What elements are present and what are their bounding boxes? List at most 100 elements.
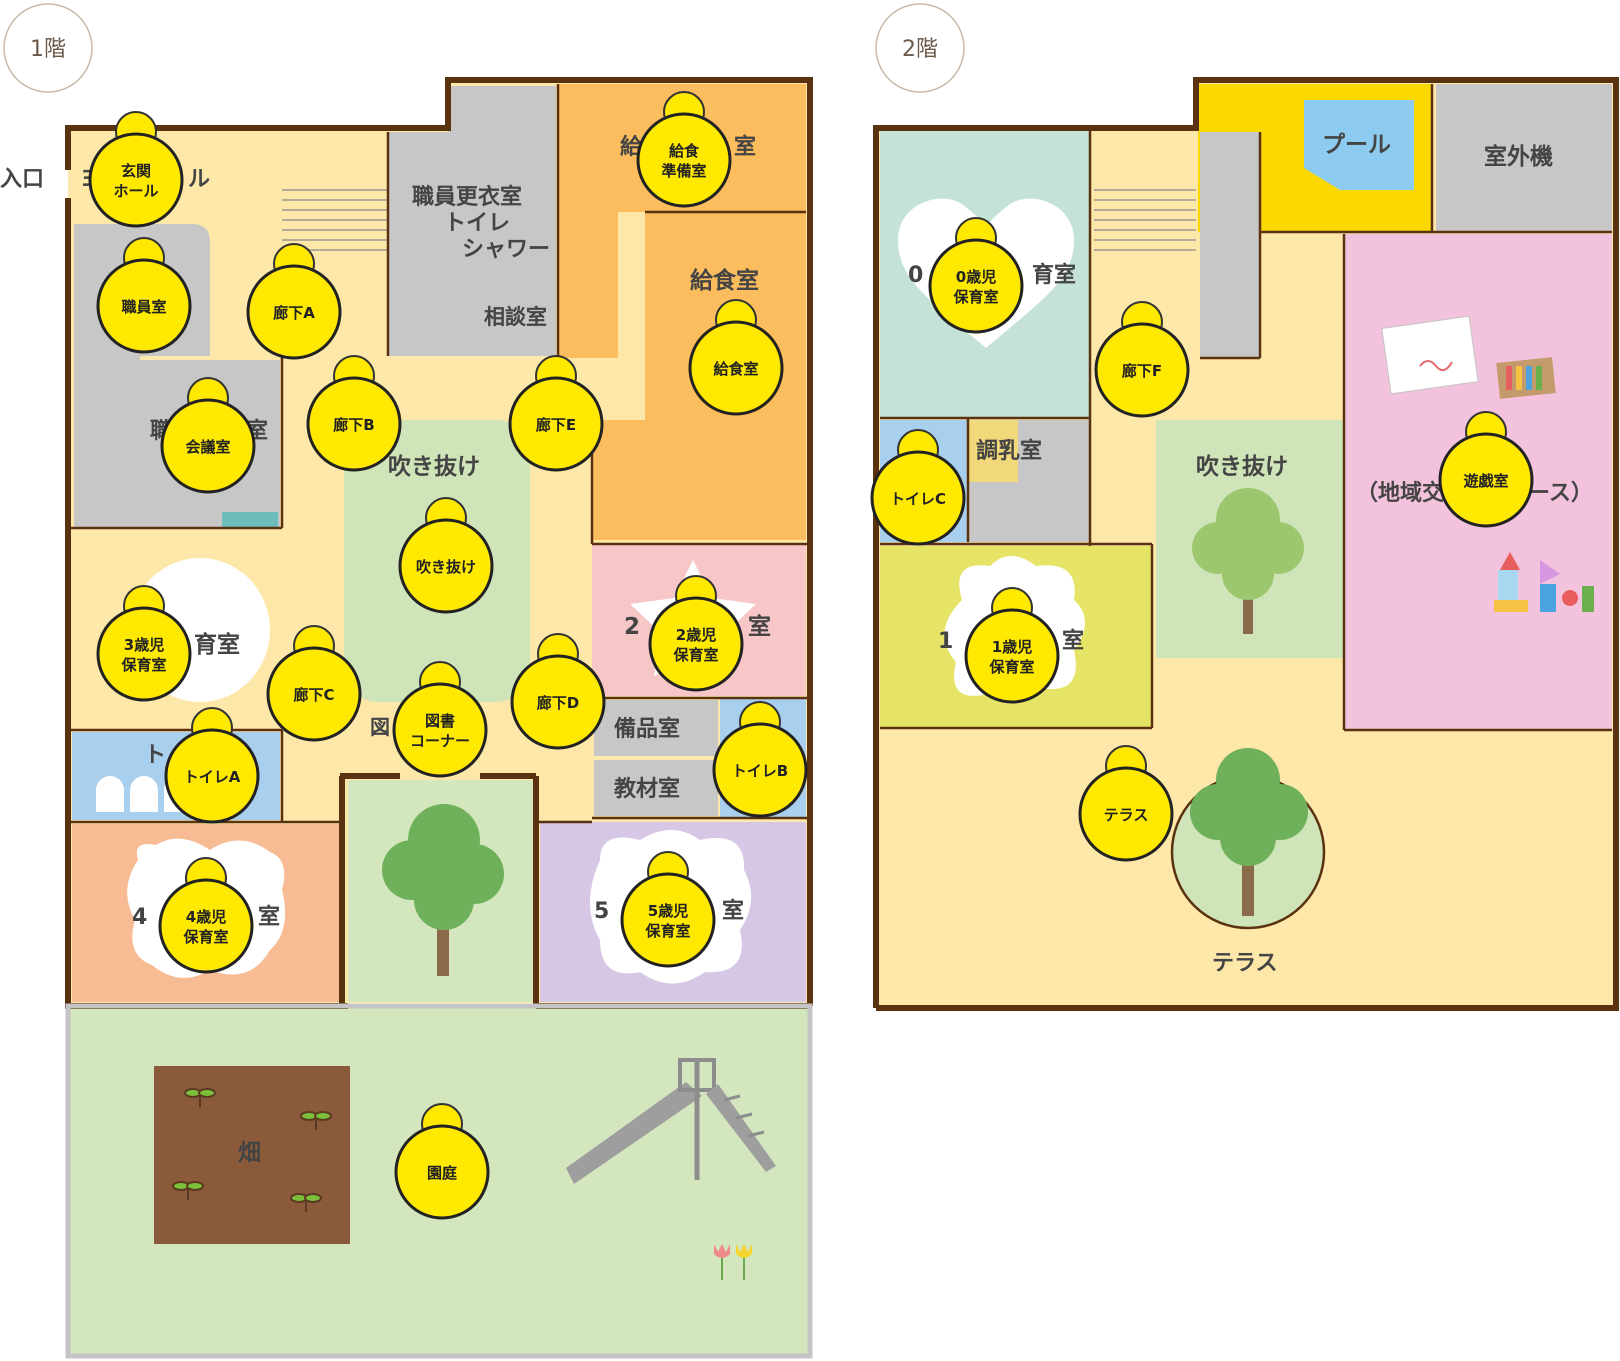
marker-circle	[964, 608, 1060, 704]
milk-room-label: 調乳室	[976, 438, 1042, 464]
materials-label: 教材室	[614, 776, 680, 802]
terrace-label: テラス	[1212, 951, 1278, 976]
marker-label: トイレA	[184, 768, 241, 786]
kitchen-prep-label-right: 室	[734, 134, 756, 160]
marker-circle	[1094, 322, 1190, 418]
marker-label: 準備室	[661, 162, 706, 180]
marker-circle	[1438, 432, 1534, 528]
marker-label: 保育室	[120, 656, 166, 674]
marker-yugi[interactable]: 遊戯室	[1438, 411, 1534, 528]
marker-label: コーナー	[410, 732, 470, 750]
marker-label: 0歳児	[956, 268, 996, 286]
outdoor-unit-area	[1436, 84, 1612, 232]
room0-label-right: 育室	[1032, 262, 1076, 288]
floor-badge-1[interactable]: 1階	[3, 3, 93, 93]
kitchen-label: 給食室	[690, 267, 759, 294]
materials-room	[594, 760, 718, 816]
marker-label: 廊下C	[293, 686, 334, 704]
room4-label-right: 室	[258, 904, 280, 930]
entrance-label: 入口	[0, 167, 44, 192]
marker-circle	[870, 450, 966, 546]
marker-circle	[636, 112, 732, 208]
floor-badge-2[interactable]: 2階	[875, 3, 965, 93]
room2-label-right: 室	[748, 613, 771, 640]
room1-label-left: 1	[938, 629, 953, 654]
marker-label: 園庭	[427, 1164, 458, 1182]
fukinuke-label: 吹き抜け	[388, 453, 480, 480]
marker-roka-c[interactable]: 廊下C	[266, 625, 362, 742]
field-label: 畑	[238, 1140, 261, 1166]
marker-label: 廊下F	[1122, 362, 1162, 380]
marker-label: 4歳児	[186, 908, 226, 926]
marker-circle	[712, 722, 808, 818]
marker-circle	[88, 132, 184, 228]
marker-label: トイレC	[890, 490, 946, 508]
marker-label: 廊下E	[536, 416, 576, 434]
marker-toilet-a[interactable]: トイレA	[164, 707, 260, 824]
marker-circle	[1078, 766, 1174, 862]
marker-kaigi[interactable]: 会議室	[160, 377, 256, 494]
seedlings	[172, 1088, 332, 1212]
marker-roka-a[interactable]: 廊下A	[246, 243, 342, 360]
courtyard-tree-icon	[382, 804, 504, 976]
marker-label: 玄関	[121, 162, 151, 180]
marker-label: 廊下D	[537, 694, 579, 712]
marker-roka-b[interactable]: 廊下B	[306, 355, 402, 472]
marker-label: テラス	[1104, 806, 1149, 824]
marker-circle	[394, 1124, 490, 1220]
marker-label: 職員室	[121, 298, 166, 316]
floor-badge-1-label: 1階	[30, 37, 66, 62]
marker-circle	[688, 320, 784, 416]
marker-kyushoku[interactable]: 給食室	[688, 299, 784, 416]
marker-label: 保育室	[672, 646, 718, 664]
marker-label: 2歳児	[676, 626, 716, 644]
marker-terrace[interactable]: テラス	[1078, 745, 1174, 862]
garden-border	[65, 1003, 813, 1359]
marker-circle	[158, 878, 254, 974]
marker-fukinuke[interactable]: 吹き抜け	[398, 497, 494, 614]
marker-circle	[392, 682, 488, 778]
gray-room-2f-b	[1018, 420, 1090, 482]
milk-room	[968, 420, 1018, 482]
room5-label-right: 室	[722, 898, 744, 924]
blocks-icon	[1494, 552, 1594, 612]
marker-roka-e[interactable]: 廊下E	[508, 355, 604, 472]
sketchbook-icon	[1381, 315, 1479, 395]
marker-circle	[160, 398, 256, 494]
marker-roka-f[interactable]: 廊下F	[1094, 301, 1190, 418]
pool	[1304, 100, 1414, 190]
marker-roka-d[interactable]: 廊下D	[510, 633, 606, 750]
terrace-tree-icon	[1170, 748, 1326, 930]
marker-label: ホール	[113, 182, 158, 200]
marker-circle	[246, 264, 342, 360]
marker-circle	[164, 728, 260, 824]
marker-label: 3歳児	[124, 636, 164, 654]
marker-label: 保育室	[644, 922, 690, 940]
meeting-room-accent	[222, 512, 278, 528]
gray-shaft-2f	[1200, 132, 1260, 358]
marker-circle	[620, 872, 716, 968]
marker-toilet-c[interactable]: トイレC	[870, 429, 966, 546]
room4-label-left: 4	[132, 905, 147, 930]
marker-toilet-b[interactable]: トイレB	[712, 701, 808, 818]
kitchen-room-left	[558, 212, 618, 358]
walls-floor-1-thin	[68, 84, 810, 824]
marker-circle	[508, 376, 604, 472]
community-label-left: （地域交	[1356, 480, 1444, 506]
room1-label-right: 室	[1062, 628, 1084, 654]
fukinuke-2f-label: 吹き抜け	[1196, 453, 1288, 480]
marker-entei[interactable]: 園庭	[394, 1103, 490, 1220]
marker-label: 廊下A	[273, 304, 315, 322]
walls-floor-2-thin	[880, 84, 1612, 732]
marker-shokuin[interactable]: 職員室	[96, 237, 192, 354]
